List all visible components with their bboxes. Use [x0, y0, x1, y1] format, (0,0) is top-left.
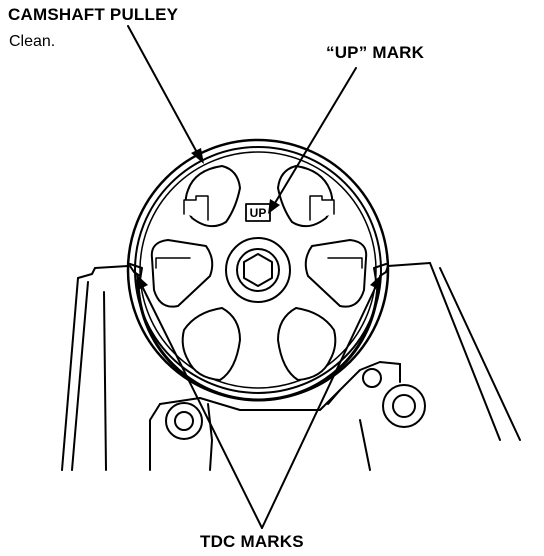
pulley-window [277, 307, 337, 381]
up-stamp-text: UP [250, 206, 267, 220]
tdc-leader-left [139, 281, 263, 529]
tdc-left-arrowhead [136, 274, 148, 290]
camshaft-pulley-label: CAMSHAFT PULLEY [8, 5, 179, 24]
pulley-windows [150, 165, 368, 381]
pulley-window [277, 165, 334, 228]
pulley-window [184, 165, 241, 228]
leader-lines [127, 25, 382, 529]
pulley-hub [225, 237, 291, 303]
engine-head-outline [61, 262, 521, 471]
tdc-notches [129, 263, 387, 281]
up-mark-arrowhead [268, 199, 280, 214]
pulley-window [181, 307, 241, 381]
tdc-leader-right [261, 281, 379, 529]
camshaft-pulley-arrowhead [191, 148, 204, 164]
tdc-right-arrowhead [370, 274, 382, 290]
up-mark-label: “UP” MARK [326, 43, 425, 62]
camshaft-pulley-leader [127, 25, 201, 159]
pulley-rings [126, 138, 390, 402]
clean-note: Clean. [9, 33, 56, 50]
lower-bracket [149, 361, 426, 471]
up-mark-leader [271, 67, 357, 209]
pulley-window [304, 239, 368, 308]
tdc-marks-label: TDC MARKS [200, 532, 304, 551]
pulley-window [150, 239, 214, 308]
